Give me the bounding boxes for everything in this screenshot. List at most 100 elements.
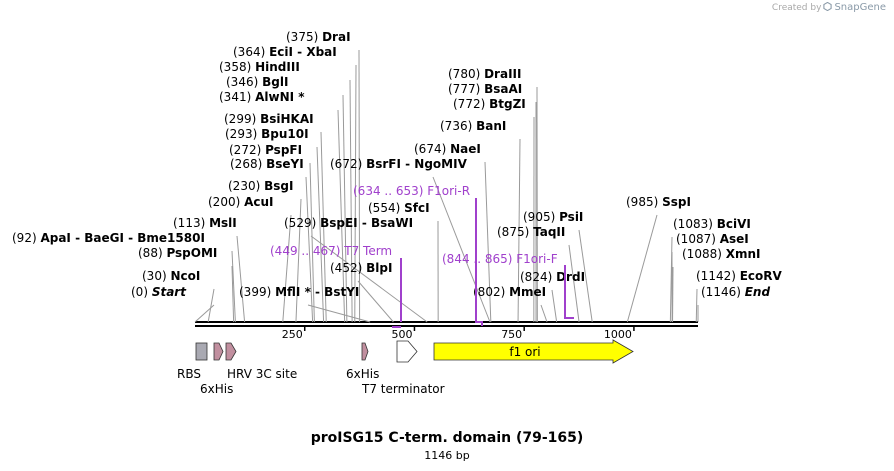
site-name: EciI - XbaI (269, 45, 337, 59)
site-position: (268) (230, 157, 266, 171)
site-name: TaqII (533, 225, 565, 239)
restriction-site[interactable]: (399) MflI * - BstYI (239, 285, 371, 323)
restriction-site[interactable]: (672) BsrFI - NgoMIV (330, 157, 491, 323)
restriction-site[interactable]: (1088) XmnI (672, 247, 761, 323)
restriction-site[interactable]: (0) Start (131, 285, 215, 323)
site-name: PspFI (265, 143, 302, 157)
restriction-site[interactable]: (529) BspEI - BsaWI (284, 216, 428, 323)
hrv-3c-site-feature[interactable] (225, 342, 237, 361)
site-name: AcuI (244, 195, 273, 209)
site-connector-line (305, 176, 314, 323)
site-connector-line (540, 304, 548, 323)
site-position: (293) (225, 127, 261, 141)
site-name: DraIII (484, 67, 521, 81)
site-label: (736) BanI (440, 119, 506, 133)
site-connector-line (354, 64, 357, 323)
restriction-site[interactable]: (777) BsaAI (448, 82, 537, 323)
site-label: (1088) XmnI (682, 247, 760, 261)
restriction-site[interactable]: (554) SfcI (368, 201, 439, 323)
site-position: (802) (473, 285, 509, 299)
site-position: (1142) (696, 269, 740, 283)
rbs-feature[interactable] (195, 342, 208, 361)
restriction-site[interactable]: (674) NaeI (414, 142, 492, 323)
his-tag-feature[interactable] (213, 342, 224, 361)
site-position: (299) (224, 112, 260, 126)
site-name: NaeI (450, 142, 481, 156)
site-connector-line (551, 289, 558, 323)
restriction-site[interactable]: (113) MslI (173, 216, 246, 323)
site-name: BciVI (717, 217, 751, 231)
site-name: BglI (262, 75, 288, 89)
restriction-site[interactable]: (272) PspFI (229, 143, 315, 323)
restriction-site[interactable]: (364) EciI - XbaI (233, 45, 357, 323)
his-tag-label: 6xHis (346, 367, 379, 381)
site-label: (299) BsiHKAI (224, 112, 314, 126)
site-label: (0) Start (131, 285, 187, 299)
primer-arrow (475, 198, 483, 326)
site-name: ApaI - BaeGI - Bme1580I (40, 231, 204, 245)
scale-tick-label: 750 (501, 328, 522, 341)
site-label: (346) BglI (226, 75, 288, 89)
site-position: (230) (228, 179, 264, 193)
site-label: (672) BsrFI - NgoMIV (330, 157, 468, 171)
restriction-site[interactable]: (780) DraIII (448, 67, 538, 323)
site-label: (802) MmeI (473, 285, 546, 299)
restriction-site[interactable]: (452) BlpI (330, 261, 394, 323)
restriction-site[interactable]: (30) NcoI (142, 269, 215, 323)
restriction-site[interactable]: (736) BanI (440, 119, 521, 323)
site-name: Start (152, 285, 187, 299)
restriction-site[interactable]: (1142) EcoRV (695, 269, 783, 323)
site-position: (113) (173, 216, 209, 230)
primer[interactable]: (449 .. 467) T7 Term (270, 244, 402, 328)
hrv-3c-site-label: HRV 3C site (227, 367, 297, 381)
site-connector-line (358, 49, 361, 323)
primer-label: (449 .. 467) T7 Term (270, 244, 392, 258)
restriction-site[interactable]: (341) AlwNI * (219, 90, 346, 323)
site-connector-line (568, 244, 580, 323)
restriction-site[interactable]: (88) PspOMI (138, 246, 235, 323)
f1-ori-label: f1 ori (509, 345, 540, 359)
restriction-site[interactable]: (875) TaqII (497, 225, 580, 323)
site-name: MmeI (509, 285, 546, 299)
site-position: (780) (448, 67, 484, 81)
restriction-site[interactable]: (268) BseYI (230, 157, 314, 323)
f1-ori-feature[interactable] (433, 339, 634, 364)
primer[interactable]: (634 .. 653) F1ori-R (353, 184, 483, 326)
restriction-site[interactable]: (985) SspI (626, 195, 691, 323)
restriction-site[interactable]: (905) PsiI (523, 210, 593, 323)
site-label: (780) DraIII (448, 67, 521, 81)
restriction-site[interactable]: (1146) End (697, 285, 770, 322)
site-label: (358) HindIII (219, 60, 300, 74)
site-name: BspEI - BsaWI (320, 216, 413, 230)
restriction-site[interactable]: (293) Bpu10I (225, 127, 325, 323)
his-tag-feature[interactable] (361, 342, 369, 361)
site-connector-line (194, 304, 215, 323)
site-position: (452) (330, 261, 366, 275)
t7-terminator-feature[interactable] (396, 340, 418, 363)
restriction-site[interactable]: (802) MmeI (473, 285, 548, 323)
restriction-site[interactable]: (346) BglI (226, 75, 348, 323)
site-connector-line (432, 176, 491, 323)
site-position: (346) (226, 75, 262, 89)
restriction-site[interactable]: (824) DrdI (520, 270, 585, 323)
site-connector-line (231, 250, 236, 323)
site-label: (824) DrdI (520, 270, 585, 284)
snapgene-logo-icon (823, 2, 833, 11)
primer[interactable]: (844 .. 865) F1ori-F (442, 252, 574, 319)
restriction-site[interactable]: (230) BsgI (228, 179, 302, 323)
restriction-site[interactable]: (92) ApaI - BaeGI - Bme1580I (12, 231, 236, 323)
restriction-site[interactable]: (1087) AseI (671, 232, 749, 323)
site-connector-line (310, 235, 428, 323)
site-connector-line (316, 146, 325, 323)
restriction-site[interactable]: (375) DraI (286, 30, 361, 323)
restriction-site[interactable]: (772) BtgZI (453, 97, 535, 323)
site-position: (736) (440, 119, 476, 133)
restriction-site[interactable]: (1083) BciVI (669, 217, 751, 323)
site-position: (364) (233, 45, 269, 59)
restriction-site[interactable]: (200) AcuI (208, 195, 292, 323)
site-connector-line (307, 304, 371, 323)
restriction-site[interactable]: (358) HindIII (219, 60, 353, 323)
site-position: (200) (208, 195, 244, 209)
restriction-site[interactable]: (299) BsiHKAI (224, 112, 327, 323)
